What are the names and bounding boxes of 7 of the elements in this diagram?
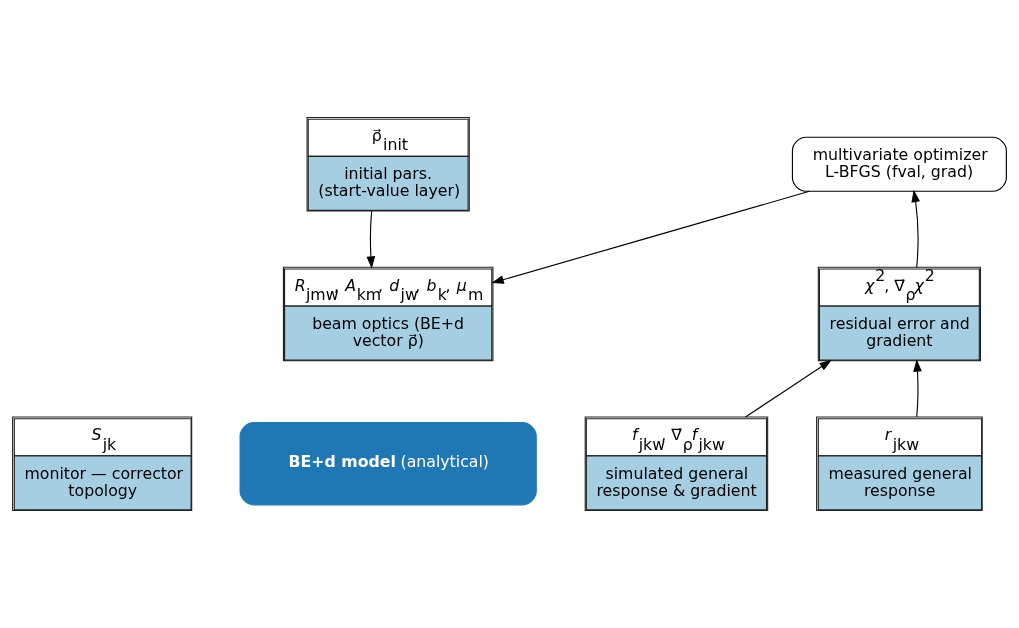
arrow <box>366 210 376 269</box>
arrow <box>491 190 811 284</box>
arrow <box>913 359 922 418</box>
arrow <box>911 189 920 268</box>
node-box: BE+d model (analytical) <box>239 422 537 506</box>
arrow <box>744 359 832 418</box>
node-box: multivariate optimizer L-BFGS (fval, grad) <box>791 136 1007 192</box>
